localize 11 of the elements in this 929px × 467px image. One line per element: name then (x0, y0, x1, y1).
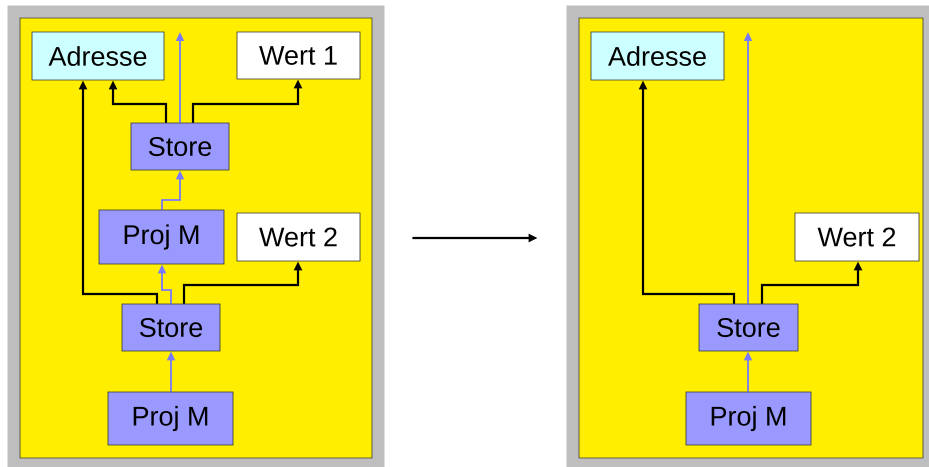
value-box: Wert 2 (794, 212, 920, 262)
store-box: Store (122, 304, 220, 352)
store-box: Store (698, 304, 798, 352)
store-box: Store (130, 122, 230, 170)
value-box: Wert 2 (236, 212, 360, 262)
value-box: Wert 1 (236, 32, 360, 80)
projection-box: Proj M (686, 392, 812, 446)
projection-box: Proj M (98, 210, 224, 264)
address-box: Adresse (590, 32, 724, 80)
address-box: Adresse (32, 32, 164, 80)
projection-box: Proj M (108, 392, 234, 446)
